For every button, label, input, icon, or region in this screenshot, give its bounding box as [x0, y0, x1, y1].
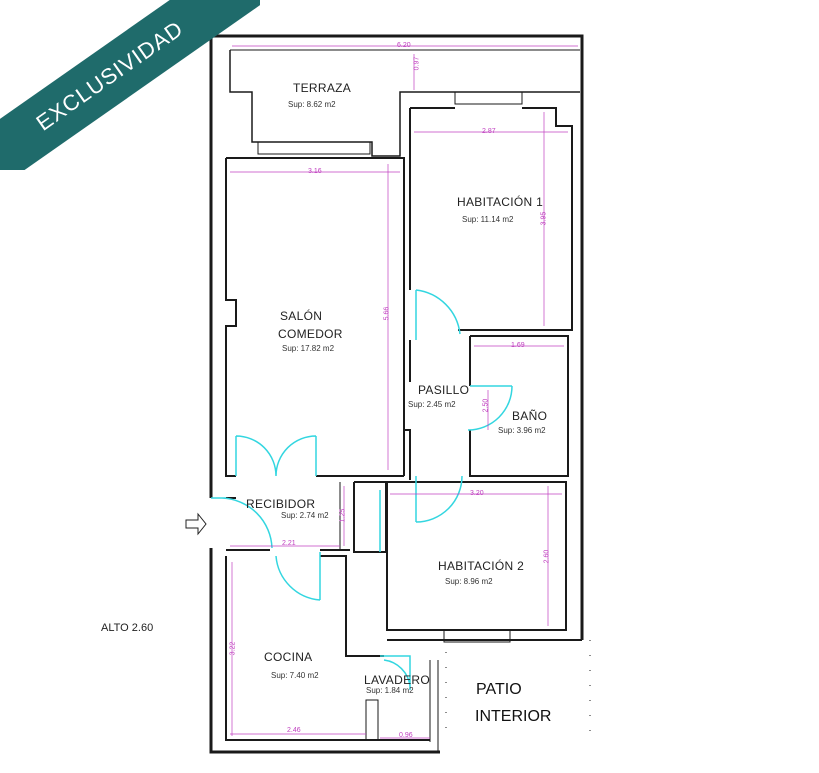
dimension-lines	[230, 45, 578, 739]
bano-wall	[469, 335, 569, 477]
terraza-wall	[229, 50, 580, 157]
dim-salon-width: 3.16	[308, 168, 322, 175]
door-hab1	[415, 289, 461, 340]
dim-bano-depth: 2.50	[482, 398, 490, 413]
patio-label-line1: PATIO	[476, 681, 522, 698]
room-name-cocina: COCINA	[264, 650, 313, 664]
room-area-habitacion-1: Sup: 11.14 m2	[462, 215, 514, 224]
outer-wall-bottom-left	[209, 548, 440, 754]
ceiling-height-label: ALTO 2.60	[101, 622, 154, 634]
door-bano	[467, 385, 513, 431]
terraza-window	[257, 141, 371, 155]
room-name-habitacion-2: HABITACIÓN 2	[438, 559, 525, 573]
dim-cocina-width: 2.46	[287, 727, 301, 734]
room-area-lavadero: Sup: 1.84 m2	[366, 686, 414, 695]
room-area-salon: Sup: 17.82 m2	[282, 344, 335, 353]
room-area-habitacion-2: Sup: 8.96 m2	[445, 577, 493, 586]
salon-wall-left	[225, 158, 237, 477]
pasillo-wall-lower	[404, 429, 411, 480]
entrance-arrow-icon	[185, 512, 207, 536]
dim-salon-depth: 5.66	[383, 306, 391, 321]
cocina-wall-right	[320, 555, 384, 657]
door-lavadero	[380, 655, 411, 690]
dim-hab2-width: 3.20	[470, 490, 484, 497]
room-area-recibidor: Sup: 2.74 m2	[281, 511, 329, 520]
walls	[209, 34, 591, 754]
room-name-bano: BAÑO	[512, 409, 548, 423]
door-cocina	[275, 552, 321, 601]
room-area-bano: Sup: 3.96 m2	[498, 426, 546, 435]
room-name-habitacion-1: HABITACIÓN 1	[457, 195, 544, 209]
dim-hab2-depth: 2.60	[543, 549, 551, 564]
dim-bano-width: 1.69	[511, 342, 525, 349]
dim-lavadero-width: 0.96	[399, 732, 413, 739]
exclusividad-badge: EXCLUSIVIDAD	[0, 0, 260, 170]
hab2-wall	[386, 481, 567, 631]
hab1-window	[454, 91, 523, 105]
dim-recibidor-width: 2.21	[282, 540, 296, 547]
lavadero-wall	[429, 660, 439, 752]
dim-terraza-width: 6.20	[397, 42, 411, 49]
badge-corner: EXCLUSIVIDAD	[0, 0, 260, 170]
room-name-comedor: COMEDOR	[278, 327, 343, 341]
patio-label-line2: INTERIOR	[475, 708, 552, 725]
room-name-pasillo: PASILLO	[418, 383, 470, 397]
dim-terraza-depth: 0.97	[413, 56, 421, 71]
doors	[211, 289, 513, 690]
lavadero-sink	[365, 699, 379, 741]
dim-cocina-depth: 3.22	[229, 641, 237, 656]
cocina-wall	[225, 556, 430, 741]
room-name-terraza: TERRAZA	[293, 81, 352, 95]
salon-wall-right	[226, 157, 405, 476]
door-hab2	[415, 475, 463, 523]
badge-text: EXCLUSIVIDAD	[31, 15, 188, 136]
door-salon	[235, 435, 317, 477]
dim-recibidor-depth: 1.25	[339, 508, 347, 523]
outer-wall-top-right	[211, 34, 584, 640]
room-name-salon: SALÓN	[280, 309, 323, 323]
hab1-wall	[410, 107, 573, 331]
hab2-window	[443, 629, 511, 643]
room-name-recibidor: RECIBIDOR	[246, 497, 316, 511]
door-entrance	[211, 497, 273, 549]
room-name-lavadero: LAVADERO	[364, 673, 430, 687]
dim-hab1-depth: 3.95	[540, 211, 548, 226]
room-area-terraza: Sup: 8.62 m2	[288, 100, 336, 109]
dim-hab1-width: 2.87	[482, 128, 496, 135]
room-area-cocina: Sup: 7.40 m2	[271, 671, 319, 680]
room-area-pasillo: Sup: 2.45 m2	[408, 400, 456, 409]
